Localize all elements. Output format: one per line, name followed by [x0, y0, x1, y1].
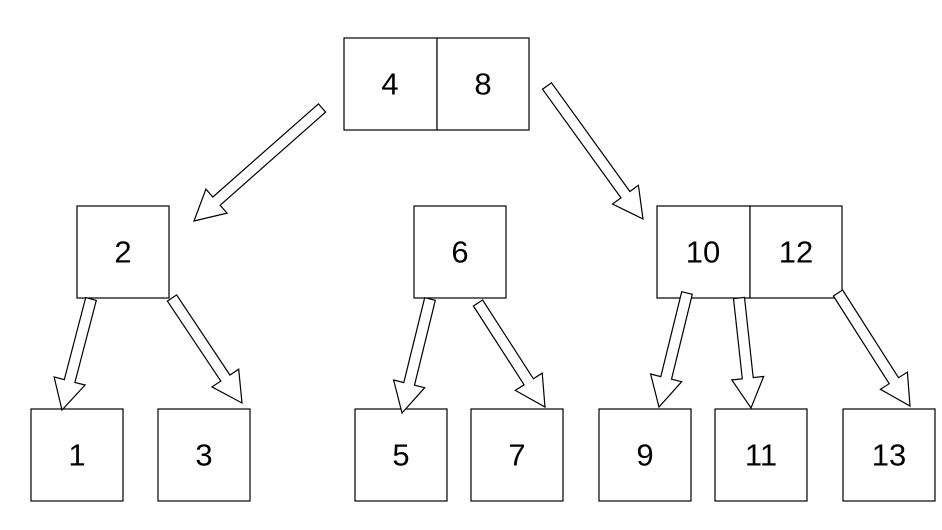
child-pointer-arrow	[392, 296, 437, 415]
node-cell: 6	[413, 205, 507, 299]
node-key: 2	[114, 235, 131, 270]
internal-node: 10 12	[656, 205, 843, 299]
node-cell: 7	[470, 408, 564, 502]
node-cell: 3	[157, 408, 251, 502]
node-key: 10	[686, 235, 720, 270]
node-key: 11	[745, 438, 777, 473]
node-key: 4	[381, 67, 398, 102]
node-cell: 5	[354, 408, 448, 502]
child-pointer-arrow	[53, 296, 98, 412]
node-cell: 13	[842, 408, 936, 502]
root-node: 4 8	[343, 37, 530, 131]
leaf-node: 1	[30, 408, 124, 502]
node-key: 7	[508, 438, 525, 473]
child-pointer-arrow	[541, 81, 644, 221]
node-key: 12	[779, 235, 813, 270]
node-key: 3	[195, 438, 212, 473]
node-cell: 9	[598, 408, 692, 502]
leaf-node: 3	[157, 408, 251, 502]
node-key: 8	[474, 67, 491, 102]
child-pointer-arrow	[649, 290, 694, 409]
node-cell: 2	[76, 205, 170, 299]
internal-node: 6	[413, 205, 507, 299]
node-key: 13	[872, 438, 906, 473]
child-pointer-arrow	[472, 299, 546, 409]
node-cell: 12	[749, 205, 843, 299]
leaf-node: 11	[714, 408, 808, 502]
node-key: 1	[68, 438, 85, 473]
internal-node: 2	[76, 205, 170, 299]
leaf-node: 9	[598, 408, 692, 502]
child-pointer-arrow	[730, 296, 765, 410]
node-key: 6	[451, 235, 468, 270]
node-key: 9	[636, 438, 653, 473]
node-cell: 1	[30, 408, 124, 502]
node-cell: 10	[656, 205, 751, 299]
leaf-node: 13	[842, 408, 936, 502]
node-cell: 11	[714, 408, 808, 502]
child-pointer-arrow	[832, 289, 911, 408]
leaf-node: 7	[470, 408, 564, 502]
child-pointer-arrow	[166, 294, 243, 405]
node-key: 5	[392, 438, 409, 473]
node-cell: 4	[343, 37, 438, 131]
leaf-node: 5	[354, 408, 448, 502]
child-pointer-arrow	[193, 103, 327, 222]
node-cell: 8	[436, 37, 530, 131]
